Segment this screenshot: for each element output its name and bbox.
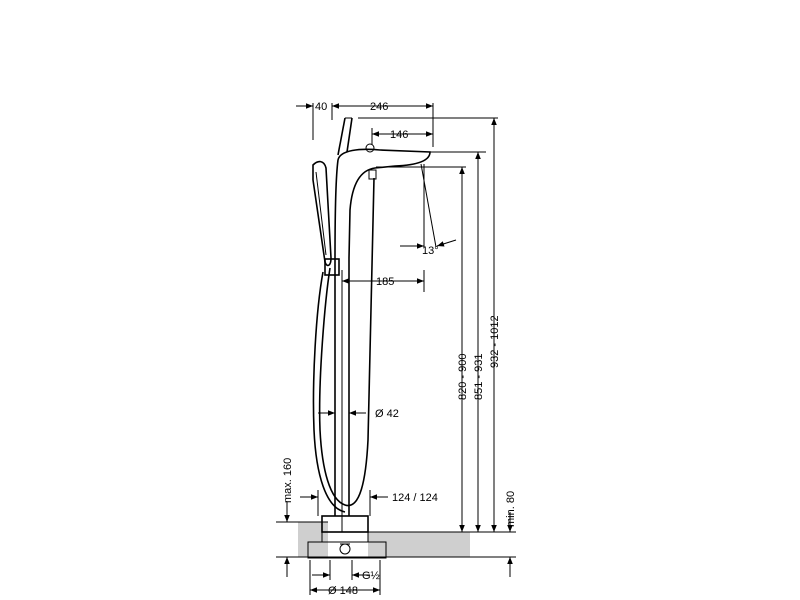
- dim-g-half: G½: [362, 570, 380, 582]
- dim-246: 246: [370, 101, 388, 113]
- dim-124: 124 / 124: [392, 492, 438, 504]
- spout-angle-lines: [420, 163, 437, 248]
- dim-185: 185: [376, 276, 394, 288]
- dim-13-deg: 13°: [422, 245, 439, 257]
- dim-932-1012: 932 - 1012: [489, 315, 501, 368]
- dimension-labels: 40 246 146 13° 185 Ø 42 124 / 124 G½ Ø 1…: [282, 101, 517, 597]
- vertical-dimensions: [276, 117, 516, 577]
- faucet-column: [324, 258, 350, 532]
- hand-shower: [312, 160, 375, 513]
- mounting-base: [307, 515, 387, 559]
- dim-851-931: 851 - 931: [473, 354, 485, 400]
- horizontal-dimensions: [296, 103, 457, 595]
- dim-146: 146: [390, 129, 408, 141]
- floor-section: [298, 521, 470, 558]
- dim-diameter-42: Ø 42: [375, 408, 399, 420]
- dim-40: 40: [315, 101, 327, 113]
- dim-diameter-148: Ø 148: [328, 585, 358, 597]
- dim-max-160: max. 160: [282, 458, 294, 503]
- dim-min-80: min. 80: [505, 491, 517, 527]
- faucet-spout: [334, 117, 431, 259]
- dim-820-900: 820 - 900: [457, 354, 469, 400]
